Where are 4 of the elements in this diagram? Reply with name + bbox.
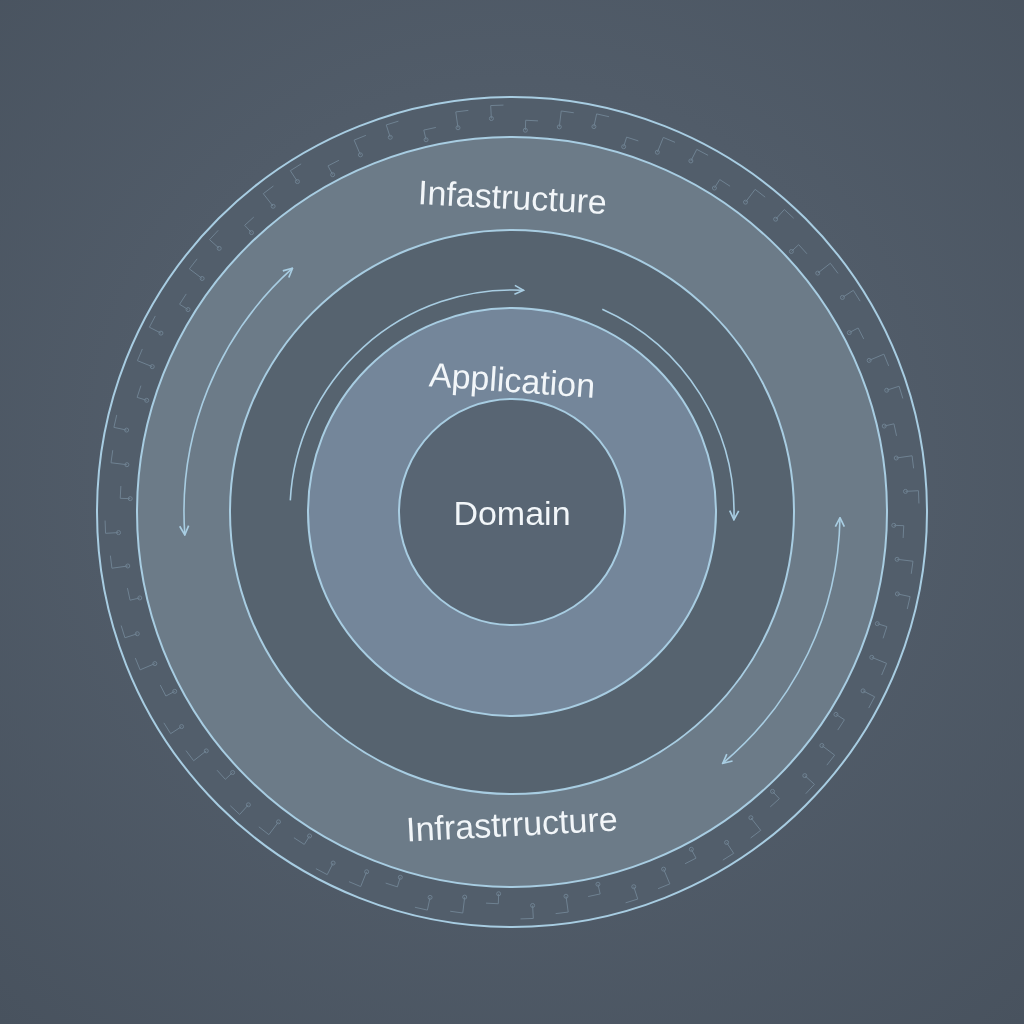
layer-label: Infrastrructure — [405, 798, 619, 851]
layer-label: Domain — [453, 493, 571, 534]
layer-label: Infastructure — [416, 172, 608, 223]
layer-label: Application — [427, 354, 597, 407]
